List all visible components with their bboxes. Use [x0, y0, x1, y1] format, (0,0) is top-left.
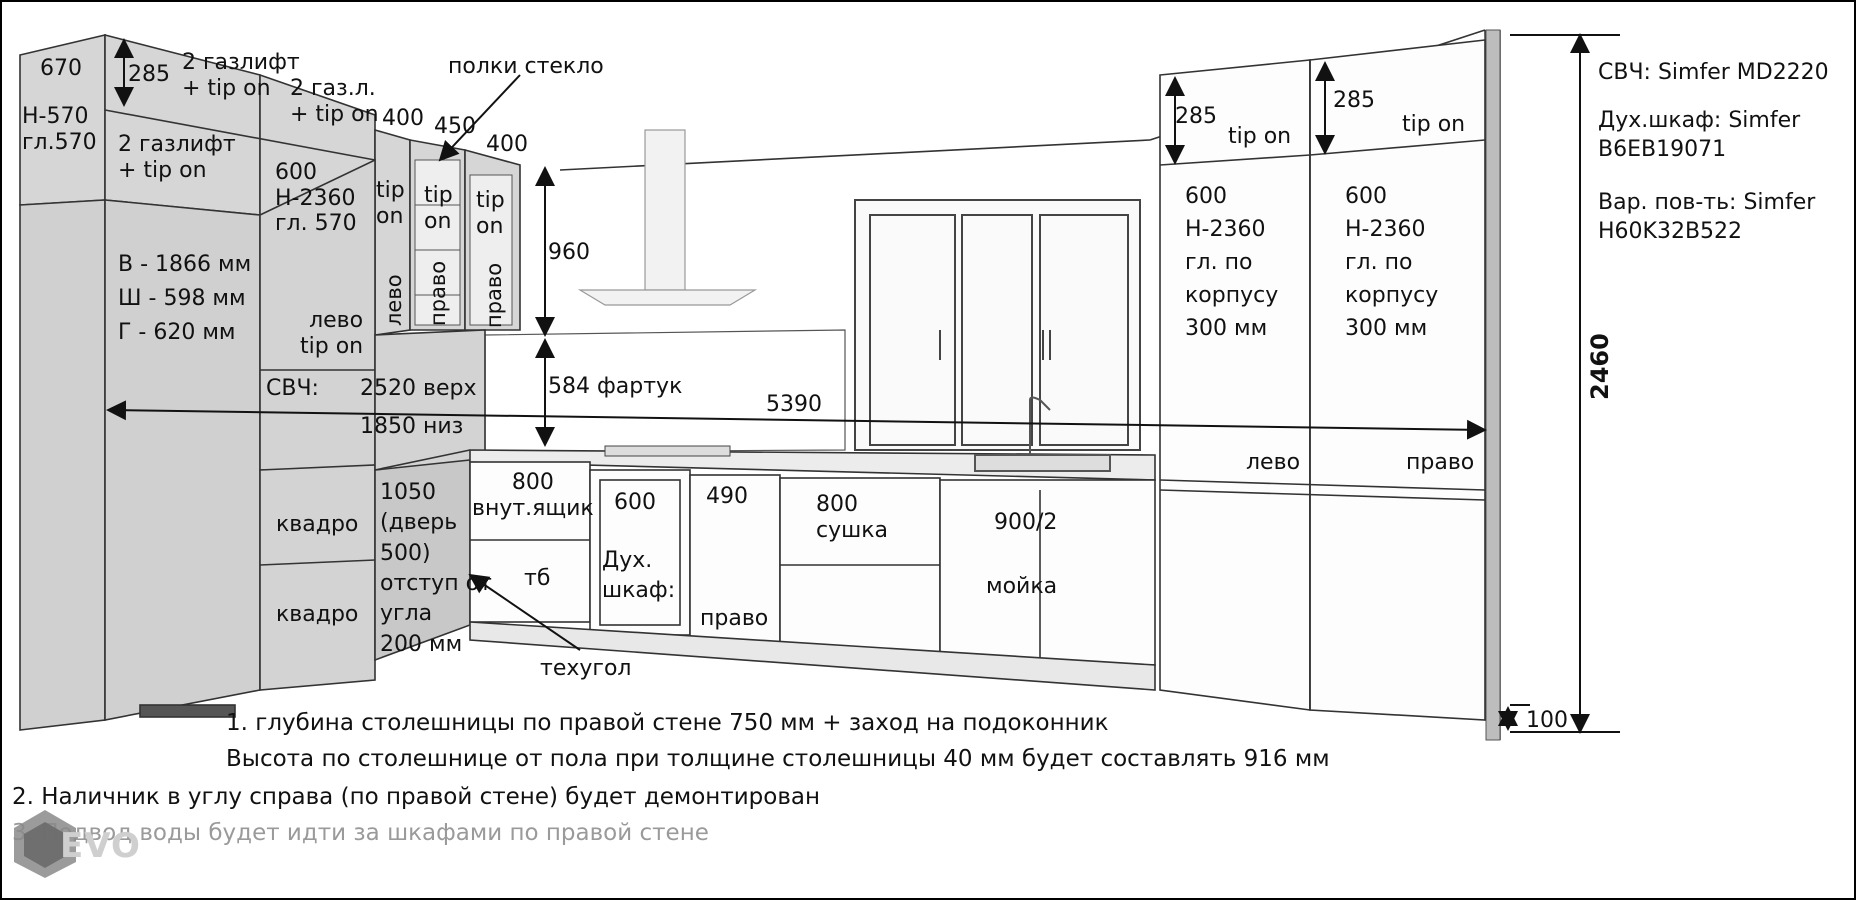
tall2-label: 600 Н-2360 гл. по корпусу 300 мм	[1345, 184, 1439, 341]
col600-label: 600 Н-2360 гл. 570	[275, 160, 357, 237]
dimension-lines	[106, 33, 1620, 734]
base-cabinets	[469, 461, 1156, 691]
tip-on-1-label: tip on	[376, 178, 405, 229]
d285-r1-label: 285	[1175, 104, 1217, 129]
window	[854, 199, 1141, 451]
pravo-vertical-label-1: право	[426, 260, 450, 326]
width5390-label: 5390	[766, 392, 822, 417]
height2460-label: 2460	[1586, 333, 1614, 400]
left-tipon-label: лево tip on	[300, 308, 364, 359]
d800-drawer-label: 800 внут.ящик	[472, 470, 594, 521]
quadro1-label: квадро	[276, 512, 359, 537]
oven-model-label: Дух.шкаф: Simfer B6EB19071	[1598, 108, 1801, 163]
evo-logo-icon	[14, 810, 76, 878]
d285-left-label: 285	[128, 62, 170, 87]
quadro2-label: квадро	[276, 602, 359, 627]
bottom1850-label: 1850 низ	[360, 414, 464, 439]
w670-label: 670	[40, 56, 82, 81]
oven-label: Дух. шкаф:	[602, 548, 676, 604]
gaslift-bottom-label: 2 газлифт + tip on	[118, 132, 236, 183]
microwave-label: СВЧ:	[266, 376, 319, 401]
tall1-label: 600 Н-2360 гл. по корпусу 300 мм	[1185, 184, 1279, 341]
sink-faucet	[974, 396, 1111, 472]
tipon-r1-label: tip on	[1228, 124, 1292, 149]
d600-label: 600	[614, 490, 656, 515]
note-2: 2. Наличник в углу справа (по правой сте…	[12, 784, 821, 810]
levo-vertical-label: лево	[382, 274, 406, 326]
note-1b: Высота по столешнице от пола при толщине…	[226, 746, 1330, 772]
range-hood	[577, 129, 758, 306]
techcorner-label: техугол	[540, 656, 632, 681]
gaslift-top-label: 2 газлифт + tip on	[182, 50, 300, 101]
d960-label: 960	[548, 240, 590, 265]
tipon-r2-label: tip on	[1402, 112, 1466, 137]
right-r-label: право	[1406, 450, 1475, 475]
left-r-label: лево	[1246, 450, 1301, 475]
hob-model-label: Вар. пов-ть: Simfer H60K32B522	[1598, 190, 1816, 245]
h570-label: Н-570 гл.570	[22, 104, 97, 155]
sink-label: 900/2	[994, 510, 1058, 535]
tip-on-2-label: tip on	[424, 183, 453, 234]
plinth100-label: 100	[1526, 708, 1568, 733]
sink-word-label: мойка	[986, 574, 1058, 599]
d400b-label: 400	[486, 132, 528, 157]
note-3: 3. Подвод воды будет идти за шкафами по …	[12, 820, 709, 846]
gasl-top2-label: 2 газ.л. + tip on	[290, 76, 379, 127]
apron-label: 584 фартук	[548, 374, 683, 399]
d800-dryer-label: 800 сушка	[816, 492, 889, 543]
pravo-vertical-label-2: право	[482, 262, 506, 328]
d400a-label: 400	[382, 106, 424, 131]
tip-on-3-label: tip on	[476, 188, 505, 239]
fridge-dims-label: В - 1866 мм Ш - 598 мм Г - 620 мм	[118, 252, 252, 346]
note-1: 1. глубина столешницы по правой стене 75…	[226, 710, 1109, 736]
right490-label: право	[700, 606, 769, 631]
corner-door-label: 1050 (дверь 500) отступ от угла 200 мм	[380, 480, 492, 657]
d490-label: 490	[706, 484, 748, 509]
d285-r2-label: 285	[1333, 88, 1375, 113]
d450-label: 450	[434, 114, 476, 139]
shelves-glass-label: полки стекло	[448, 54, 604, 79]
hob	[604, 445, 731, 457]
fridge-column	[19, 199, 261, 731]
tb-label: тб	[524, 566, 551, 591]
evo-logo-text: EVO	[60, 826, 141, 866]
top2520-label: 2520 верх	[360, 376, 477, 401]
tall-cabinets	[1159, 39, 1486, 721]
right-wall-trim	[1485, 29, 1501, 741]
microwave-model-label: СВЧ: Simfer MD2220	[1598, 60, 1829, 85]
